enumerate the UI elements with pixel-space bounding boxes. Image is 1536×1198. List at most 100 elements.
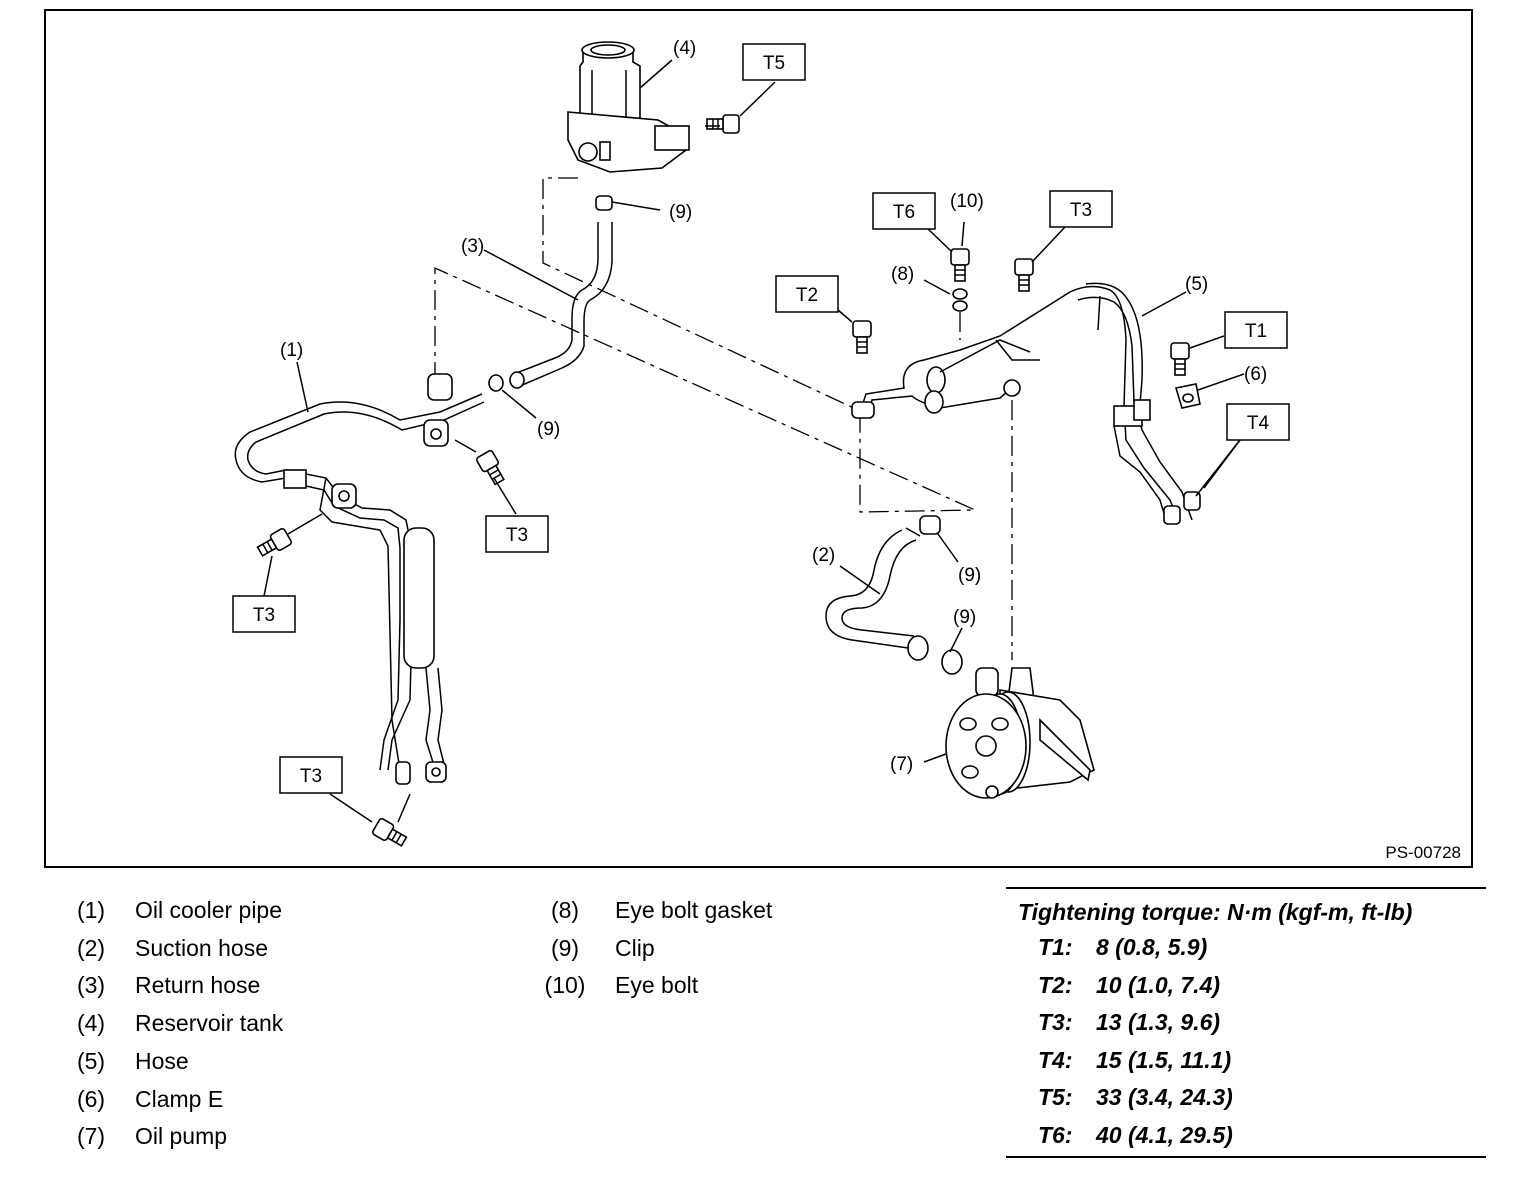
torque-box-t2: T2 bbox=[775, 275, 839, 313]
legend-name: Clip bbox=[615, 934, 655, 961]
torque-box-t1: T1 bbox=[1224, 311, 1288, 349]
hose-5 bbox=[1069, 282, 1201, 525]
legend-number: (10) bbox=[544, 972, 586, 999]
legend-name: Clamp E bbox=[135, 1085, 224, 1112]
legend-item: (7) Oil pump bbox=[58, 1118, 283, 1156]
callout-9-top: (9) bbox=[669, 202, 692, 223]
callout-10: (10) bbox=[950, 191, 984, 212]
callout-9-pump: (9) bbox=[953, 607, 976, 628]
legend-name: Eye bolt bbox=[615, 972, 699, 999]
callout-1: (1) bbox=[280, 340, 303, 361]
assembly-guide-lines bbox=[434, 177, 1013, 660]
legend-name: Return hose bbox=[135, 972, 261, 999]
torque-value: 13 (1.3, 9.6) bbox=[1096, 1009, 1221, 1035]
torque-value: 40 (4.1, 29.5) bbox=[1096, 1121, 1233, 1148]
torque-row: T3: 13 (1.3, 9.6) bbox=[1006, 1004, 1486, 1042]
torque-box-t5: T5 bbox=[742, 43, 806, 81]
svg-text:T3: T3 bbox=[253, 605, 275, 626]
torque-box-t4: T4 bbox=[1226, 403, 1290, 441]
torque-value: 8 (0.8, 5.9) bbox=[1096, 934, 1208, 960]
torque-row: T4: 15 (1.5, 11.1) bbox=[1006, 1042, 1486, 1080]
suction-hose bbox=[825, 527, 929, 661]
eye-bolt-gasket bbox=[923, 279, 968, 312]
clamp-e bbox=[1174, 373, 1245, 409]
return-hose bbox=[483, 222, 613, 389]
parts-legend-middle: (8) Eye bolt gasket (9) Clip (10) Eye bolt bbox=[538, 892, 773, 1005]
callout-9-left: (9) bbox=[537, 419, 560, 440]
oil-pump bbox=[923, 667, 1095, 799]
torque-table-title: Tightening torque: N·m (kgf-m, ft-lb) bbox=[1018, 899, 1413, 925]
torque-row: T5: 33 (3.4, 24.3) bbox=[1006, 1079, 1486, 1117]
clip-9-pump bbox=[941, 627, 963, 675]
callout-5: (5) bbox=[1185, 274, 1208, 295]
torque-box-t6: T6 bbox=[872, 192, 936, 230]
svg-text:T3: T3 bbox=[1070, 200, 1092, 221]
torque-key: T1: bbox=[1038, 934, 1073, 960]
tightening-torque-table: Tightening torque: N·m (kgf-m, ft-lb) T1… bbox=[1006, 887, 1486, 1158]
legend-item: (2) Suction hose bbox=[58, 930, 283, 968]
svg-text:T6: T6 bbox=[893, 202, 915, 223]
legend-number: (1) bbox=[76, 897, 106, 923]
torque-row: T6: 40 (4.1, 29.5) bbox=[1006, 1117, 1486, 1155]
clip-9-left bbox=[488, 374, 537, 419]
legend-item: (5) Hose bbox=[58, 1043, 283, 1081]
svg-text:T3: T3 bbox=[300, 766, 322, 787]
legend-item: (4) Reservoir tank bbox=[58, 1005, 283, 1043]
legend-item: (8) Eye bolt gasket bbox=[538, 892, 772, 930]
callout-9-mid: (9) bbox=[958, 565, 981, 586]
svg-text:T5: T5 bbox=[763, 53, 785, 74]
torque-box-t3-top: T3 bbox=[1049, 190, 1113, 228]
svg-text:T3: T3 bbox=[506, 525, 528, 546]
callout-6: (6) bbox=[1244, 364, 1267, 385]
legend-item: (9) Clip bbox=[538, 930, 772, 968]
legend-item: (10) Eye bolt bbox=[538, 967, 772, 1005]
legend-item: (6) Clamp E bbox=[58, 1081, 283, 1119]
legend-number: (4) bbox=[76, 1010, 106, 1037]
legend-name: Reservoir tank bbox=[135, 1010, 284, 1037]
torque-box-t3-bottom: T3 bbox=[279, 756, 343, 794]
torque-box-t3-left: T3 bbox=[232, 595, 296, 633]
parts-legend-left: (1) Oil cooler pipe (2) Suction hose (3) Re… bbox=[58, 892, 283, 1156]
legend-number: (7) bbox=[76, 1123, 106, 1150]
torque-row: T1: 8 (0.8, 5.9) bbox=[1006, 929, 1486, 967]
diagram-frame bbox=[44, 9, 1473, 868]
torque-value: 10 (1.0, 7.4) bbox=[1096, 971, 1221, 998]
clip-9-mid bbox=[919, 515, 959, 563]
torque-value: 15 (1.5, 11.1) bbox=[1096, 1046, 1232, 1073]
torque-row: T2: 10 (1.0, 7.4) bbox=[1006, 967, 1486, 1005]
legend-name: Suction hose bbox=[135, 934, 268, 961]
torque-key: T2: bbox=[1038, 971, 1073, 998]
torque-key: T5: bbox=[1038, 1084, 1073, 1110]
legend-number: (6) bbox=[76, 1085, 106, 1112]
power-steering-diagram: (4) (9) (3) (1) (9) (10) (8) (5) (6) (2)… bbox=[44, 9, 1473, 868]
legend-name: Oil cooler pipe bbox=[135, 897, 283, 923]
legend-number: (9) bbox=[550, 934, 580, 961]
callout-2: (2) bbox=[812, 545, 835, 566]
svg-text:T4: T4 bbox=[1247, 413, 1270, 434]
legend-name: Oil pump bbox=[135, 1123, 228, 1150]
torque-value: 33 (3.4, 24.3) bbox=[1096, 1084, 1233, 1110]
reservoir-tank bbox=[567, 41, 690, 173]
callout-4: (4) bbox=[673, 38, 696, 59]
svg-text:T1: T1 bbox=[1245, 321, 1267, 342]
torque-key: T3: bbox=[1038, 1009, 1073, 1035]
torque-key: T6: bbox=[1038, 1121, 1073, 1148]
figure-code: PS-00728 bbox=[1385, 843, 1461, 862]
legend-name: Hose bbox=[135, 1047, 189, 1074]
callout-3: (3) bbox=[461, 236, 484, 257]
legend-number: (5) bbox=[76, 1047, 106, 1074]
torque-box-t3-mid: T3 bbox=[485, 515, 549, 553]
svg-text:T2: T2 bbox=[796, 285, 818, 306]
pipe-assembly-right bbox=[851, 291, 1071, 419]
callout-7: (7) bbox=[890, 754, 913, 775]
legend-name: Eye bolt gasket bbox=[615, 897, 773, 923]
legend-item: (1) Oil cooler pipe bbox=[58, 892, 283, 930]
legend-number: (8) bbox=[550, 897, 580, 923]
legend-item: (3) Return hose bbox=[58, 967, 283, 1005]
legend-number: (2) bbox=[76, 934, 106, 961]
torque-key: T4: bbox=[1038, 1046, 1073, 1073]
callout-8: (8) bbox=[891, 264, 914, 285]
clip-9-top bbox=[595, 195, 661, 211]
legend-number: (3) bbox=[76, 972, 106, 999]
oil-cooler-pipe bbox=[234, 361, 485, 785]
